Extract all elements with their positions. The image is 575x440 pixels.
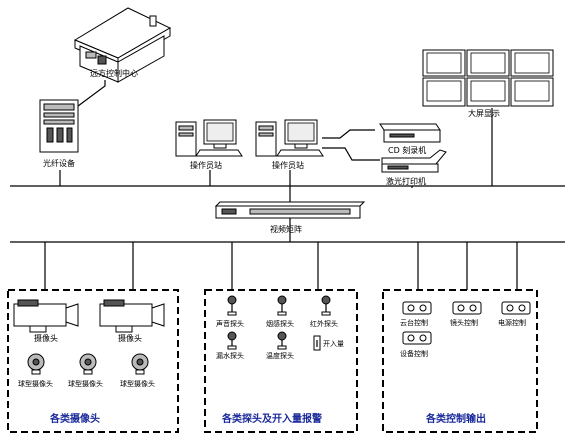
switch-quantity-icon [313, 335, 321, 351]
sound-probe-label: 声音探头 [216, 319, 244, 328]
workstation-2-label: 操作员站 [272, 160, 304, 170]
remote-center-label: 远方控制中心 [90, 68, 138, 78]
fiber-equipment-icon [39, 99, 79, 153]
fiber-equipment-label: 光纤设备 [43, 158, 75, 168]
probes-group-box [204, 289, 358, 433]
camera-2-icon [99, 299, 165, 333]
link-ws2-printer [322, 147, 380, 161]
cd-burner-icon [379, 123, 441, 143]
cd-burner-label: CD 刻录机 [388, 145, 426, 155]
smoke-probe-icon [277, 295, 287, 316]
dome-camera-2-icon [79, 353, 97, 375]
dome-camera-1-label: 球型摄像头 [18, 379, 53, 388]
link-house-fiber [69, 80, 106, 113]
camera-2-label: 摄像头 [118, 333, 142, 343]
smoke-probe-label: 烟感探头 [266, 319, 294, 328]
link-ws2-burner [322, 129, 375, 139]
cameras-group-box [7, 289, 179, 433]
temp-probe-label: 温度探头 [266, 351, 294, 360]
workstation-1-icon [175, 119, 243, 157]
big-screen-wall [422, 49, 554, 107]
power-control-label: 电源控制 [498, 318, 526, 327]
dome-camera-3-icon [131, 353, 149, 375]
big-screen-label: 大屏显示 [468, 108, 500, 118]
switch-icon [214, 201, 366, 219]
sound-probe-icon [227, 295, 237, 316]
workstation-1-label: 操作员站 [190, 160, 222, 170]
ptz-control-icon [402, 301, 432, 315]
water-probe-label: 漏水探头 [216, 351, 244, 360]
switch-quantity-label: 开入量 [323, 340, 344, 348]
control-outputs-group-title: 各类控制输出 [425, 412, 486, 425]
workstation-2-icon [255, 119, 324, 157]
device-control-icon [402, 331, 432, 345]
infrared-probe-label: 红外探头 [310, 319, 338, 328]
temp-probe-icon [277, 331, 287, 350]
dome-camera-3-label: 球型摄像头 [120, 379, 155, 388]
laser-printer-icon [381, 149, 447, 173]
dome-camera-1-icon [27, 353, 45, 375]
ptz-control-label: 云台控制 [400, 318, 428, 327]
lens-control-label: 镜头控制 [450, 318, 478, 327]
remote-center-house [73, 7, 172, 83]
dome-camera-2-label: 球型摄像头 [68, 379, 103, 388]
device-control-label: 设备控制 [400, 349, 428, 358]
lens-control-icon [452, 301, 482, 315]
camera-1-label: 摄像头 [34, 333, 58, 343]
probes-group-title: 各类探头及开入量报警 [221, 412, 322, 425]
power-control-icon [501, 301, 531, 315]
control-outputs-group-box [382, 289, 538, 433]
cameras-group-title: 各类摄像头 [49, 412, 100, 425]
water-probe-icon [227, 331, 237, 350]
camera-1-icon [13, 299, 79, 333]
laser-printer-label: 激光打印机 [386, 176, 426, 186]
switch-label: 视频矩阵 [270, 224, 302, 234]
infrared-probe-icon [321, 295, 331, 316]
